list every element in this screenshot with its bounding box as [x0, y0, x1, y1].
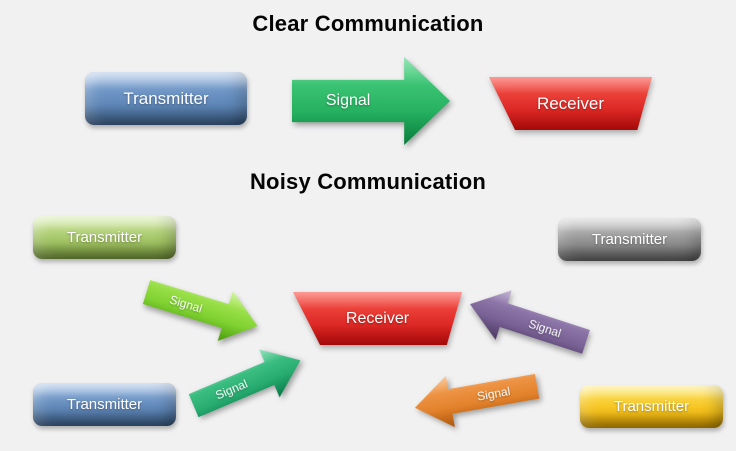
noisy-transmitter-box-bottom-right: Transmitter	[580, 385, 723, 428]
noisy-transmitter-box-bottom-left: Transmitter	[33, 383, 176, 426]
noisy-signal-arrow-lower-right: Signal	[410, 361, 541, 434]
clear-signal-label: Signal	[325, 92, 371, 109]
clear-transmitter-label: Transmitter	[123, 88, 209, 108]
noisy-transmitter-label: Transmitter	[613, 398, 690, 415]
noisy-section-title: Noisy Communication	[249, 169, 487, 194]
clear-transmitter-box: Transmitter	[85, 72, 247, 125]
trapezoid-shape: Receiver	[293, 292, 462, 345]
noisy-transmitter-box-top-right: Transmitter	[558, 218, 701, 261]
noisy-transmitter-label: Transmitter	[591, 231, 668, 248]
noisy-signal-arrow-upper-left: Signal	[139, 267, 265, 351]
left-arrow-shape: Signal	[462, 279, 594, 366]
noisy-signal-label: Signal	[167, 292, 204, 316]
clear-signal-arrow: Signal	[292, 57, 450, 145]
noisy-receiver-label: Receiver	[345, 309, 410, 327]
noisy-signal-label: Signal	[526, 316, 563, 341]
noisy-receiver-shape: Receiver	[293, 292, 462, 345]
noisy-signal-label: Signal	[213, 376, 250, 403]
right-arrow-shape: Signal	[183, 336, 310, 429]
left-arrow-shape: Signal	[410, 361, 541, 434]
noisy-signal-arrow-upper-right: Signal	[462, 279, 594, 366]
clear-receiver-shape: Receiver	[489, 77, 652, 130]
clear-receiver-label: Receiver	[536, 93, 605, 113]
noisy-signal-arrow-lower-left: Signal	[183, 336, 310, 429]
noisy-transmitter-box-top-left: Transmitter	[33, 216, 176, 259]
noisy-transmitter-label: Transmitter	[66, 396, 143, 413]
clear-section-title: Clear Communication	[252, 11, 484, 36]
trapezoid-shape: Receiver	[489, 77, 652, 130]
noisy-transmitter-label: Transmitter	[66, 229, 143, 246]
noisy-signal-label: Signal	[476, 384, 512, 404]
right-arrow-shape: Signal	[292, 57, 450, 145]
right-arrow-shape: Signal	[139, 267, 265, 351]
